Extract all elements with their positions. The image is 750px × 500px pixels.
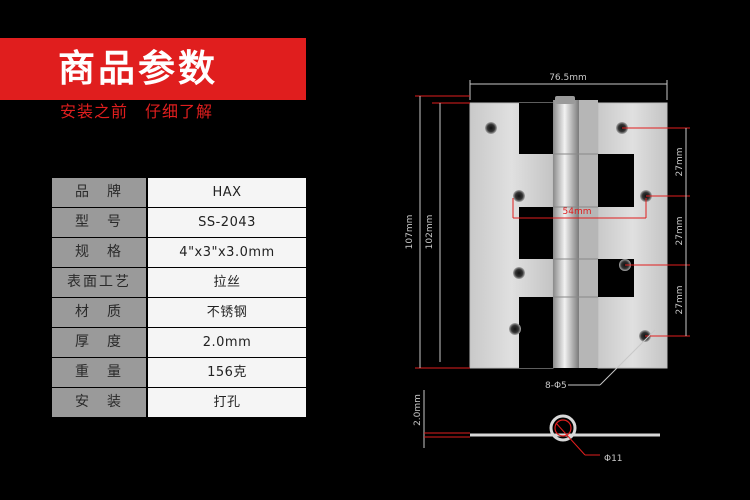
dim-spacing-3: 27mm xyxy=(675,286,685,315)
hinge-right-leaf xyxy=(597,102,668,369)
spec-value: HAX xyxy=(148,178,306,207)
hinge-knuckle xyxy=(579,100,598,368)
hinge-cutout xyxy=(598,154,634,207)
spec-row-model: 型 号 SS-2043 xyxy=(52,208,306,237)
hinge-cutout xyxy=(519,207,553,259)
hinge-cutout xyxy=(519,103,553,154)
dim-thickness: 2.0mm xyxy=(413,394,423,426)
dim-width: 76.5mm xyxy=(549,73,587,83)
spec-table: 品 牌 HAX 型 号 SS-2043 规 格 4"x3"x3.0mm 表面工艺… xyxy=(52,178,306,418)
hinge-knuckle xyxy=(553,100,579,368)
spec-label: 品 牌 xyxy=(52,178,146,207)
spec-row-size: 规 格 4"x3"x3.0mm xyxy=(52,238,306,267)
dim-hole-span: 54mm xyxy=(563,207,592,217)
title-banner xyxy=(0,38,306,100)
dim-spacing-1: 27mm xyxy=(675,148,685,177)
spec-label: 材 质 xyxy=(52,298,146,327)
dim-height-inner: 102mm xyxy=(425,215,435,250)
spec-row-brand: 品 牌 HAX xyxy=(52,178,306,207)
spec-value: SS-2043 xyxy=(148,208,306,237)
spec-label: 重 量 xyxy=(52,358,146,387)
page-title: 商品参数 xyxy=(58,47,218,90)
dim-height-outer: 107mm xyxy=(405,215,415,250)
spec-row-install: 安 装 打孔 xyxy=(52,388,306,417)
spec-label: 表面工艺 xyxy=(52,268,146,297)
spec-value: 156克 xyxy=(148,358,306,387)
spec-label: 规 格 xyxy=(52,238,146,267)
spec-row-material: 材 质 不锈钢 xyxy=(52,298,306,327)
spec-value: 打孔 xyxy=(148,388,306,417)
spec-row-weight: 重 量 156克 xyxy=(52,358,306,387)
spec-value: 拉丝 xyxy=(148,268,306,297)
spec-row-thickness: 厚 度 2.0mm xyxy=(52,328,306,357)
dim-hole-spec: 8-Φ5 xyxy=(545,381,567,391)
spec-row-finish: 表面工艺 拉丝 xyxy=(52,268,306,297)
dim-pin-diameter: Φ11 xyxy=(604,454,623,464)
dim-spacing-2: 27mm xyxy=(675,217,685,246)
page-subtitle: 安装之前 仔细了解 xyxy=(60,102,214,121)
spec-label: 安 装 xyxy=(52,388,146,417)
spec-value: 4"x3"x3.0mm xyxy=(148,238,306,267)
hinge-cutout xyxy=(519,297,553,368)
spec-value: 2.0mm xyxy=(148,328,306,357)
spec-value: 不锈钢 xyxy=(148,298,306,327)
spec-label: 厚 度 xyxy=(52,328,146,357)
spec-label: 型 号 xyxy=(52,208,146,237)
